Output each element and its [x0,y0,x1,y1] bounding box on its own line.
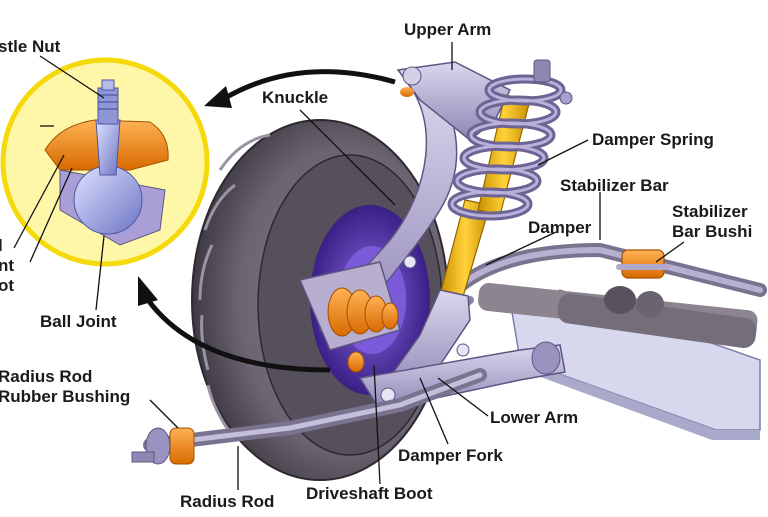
label-driveshaft-boot: Driveshaft Boot [306,484,433,503]
label-lower-arm: Lower Arm [490,408,579,427]
spring-top-mount [533,59,573,105]
label-stabilizer-bar-bushing-line1: Stabilizer [672,202,748,221]
label-damper-fork: Damper Fork [398,446,503,465]
label-ball-joint-boot-line1: l [0,236,3,255]
label-radius-rod-rubber-bushing-line1: Radius Rod [0,367,93,386]
label-upper-arm: Upper Arm [404,20,492,39]
label-castle-nut: stle Nut [0,37,61,56]
label-stabilizer-bar: Stabilizer Bar [560,176,669,195]
leader-lines [13,42,685,490]
label-ball-joint: Ball Joint [40,312,117,331]
label-ball-joint-boot-line2: nt [0,256,15,275]
label-radius-rod: Radius Rod [180,492,275,511]
arrow-to-inset [204,69,396,108]
driveshaft [478,282,758,348]
label-ball-joint-boot-line3: ot [0,276,15,295]
label-damper-spring: Damper Spring [592,130,714,149]
label-stabilizer-bar-bushing-line2: Bar Bushi [672,222,753,241]
label-knuckle: Knuckle [262,88,329,107]
driveshaft-boot [327,287,399,373]
ball-joint-inset [0,57,210,267]
label-radius-rod-rubber-bushing-line2: Rubber Bushing [0,387,131,406]
radius-rod [131,368,487,465]
label-damper: Damper [528,218,592,237]
arrow-from-ball-joint [138,276,331,373]
